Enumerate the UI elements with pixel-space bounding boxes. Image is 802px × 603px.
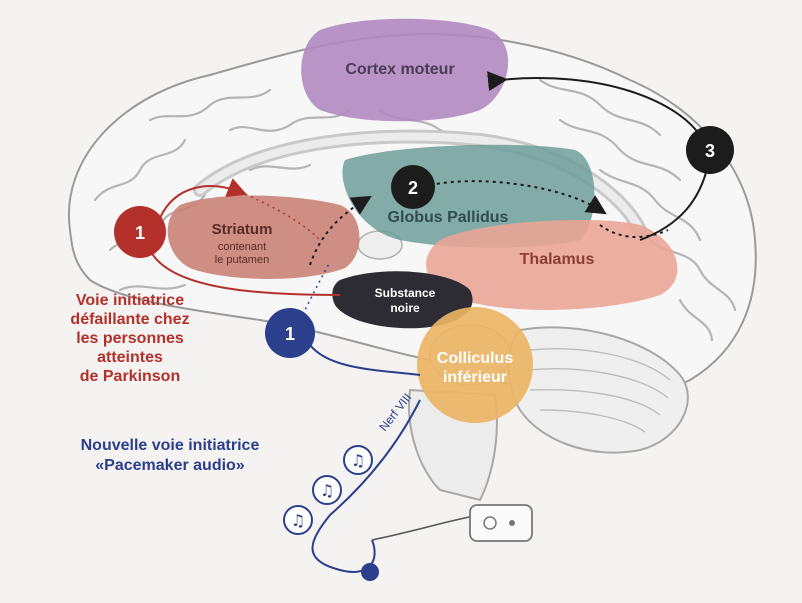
cortex-moteur-label: Cortex moteur	[345, 61, 454, 78]
red-pathway-line-2: défaillante chez	[70, 311, 189, 328]
blue-step-number: 1	[285, 324, 295, 344]
blue-pathway-line-2: «Pacemaker audio»	[95, 457, 245, 474]
substance-noire-label-1: Substance	[375, 286, 436, 300]
colliculus-label-2: inférieur	[443, 369, 507, 386]
thalamus-label: Thalamus	[520, 251, 595, 268]
svg-text:♫: ♫	[320, 481, 334, 500]
substance-noire-label-2: noire	[390, 301, 420, 315]
music-note-icon: ♫	[284, 506, 312, 534]
red-pathway-line-3: les personnes	[76, 330, 184, 347]
red-step-number: 1	[135, 223, 145, 243]
svg-text:♫: ♫	[291, 511, 305, 530]
striatum-sublabel-1: contenant	[218, 241, 266, 253]
colliculus-label-1: Colliculus	[437, 350, 514, 367]
red-pathway-line-4: atteintes	[97, 349, 163, 366]
globus-pallidus-label: Globus Pallidus	[388, 209, 509, 226]
striatum-label: Striatum	[212, 221, 273, 238]
step2-number: 2	[408, 178, 418, 198]
step3-number: 3	[705, 141, 715, 161]
music-note-icon: ♫	[344, 446, 372, 474]
audio-player-icon	[470, 505, 532, 541]
blue-pathway-line-1: Nouvelle voie initiatrice	[81, 437, 260, 454]
svg-text:♫: ♫	[351, 451, 365, 470]
red-pathway-line-5: de Parkinson	[80, 368, 180, 385]
striatum-sublabel-2: le putamen	[215, 254, 269, 266]
music-note-icon: ♫	[313, 476, 341, 504]
earbud-icon	[361, 563, 379, 581]
red-pathway-line-1: Voie initiatrice	[76, 292, 184, 309]
